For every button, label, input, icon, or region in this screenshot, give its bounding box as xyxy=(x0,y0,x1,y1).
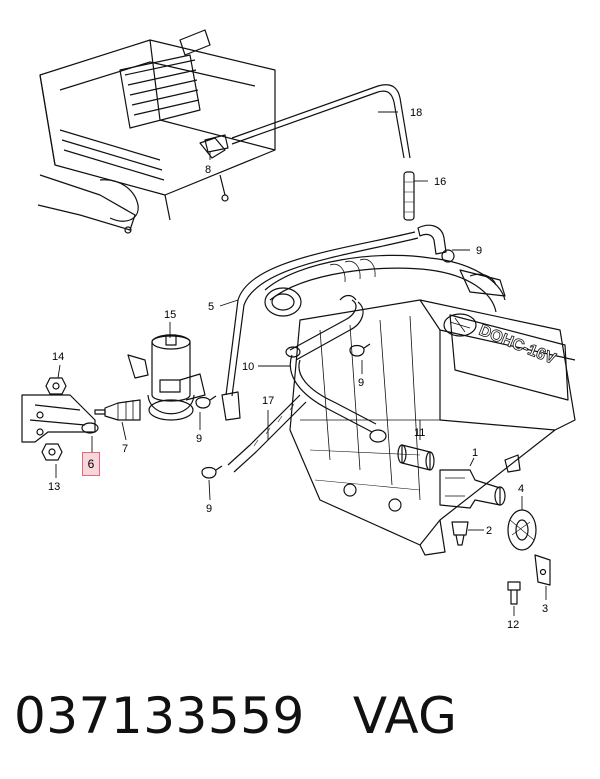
callout-9-bottom: 9 xyxy=(206,503,212,515)
callout-1: 1 xyxy=(472,447,478,459)
callout-6: 6 xyxy=(87,457,95,471)
callout-13: 13 xyxy=(48,481,60,493)
callout-3: 3 xyxy=(542,603,548,615)
part-15-assembly xyxy=(127,334,206,421)
part-number: 037133559 xyxy=(14,687,305,745)
leader-lines xyxy=(55,111,547,616)
engine-badge-text: DOHC-16V xyxy=(477,322,559,368)
callout-17: 17 xyxy=(262,395,274,407)
footer: 037133559 VAG xyxy=(14,676,457,756)
elbow-fitting xyxy=(417,224,506,297)
intake-manifold xyxy=(264,254,576,556)
callout-10: 10 xyxy=(242,361,254,373)
part-1 xyxy=(439,469,506,509)
callout-4: 4 xyxy=(518,483,524,495)
callout-9-left: 9 xyxy=(196,433,202,445)
clip-9-mid xyxy=(349,343,371,357)
callout-15: 15 xyxy=(164,309,176,321)
mounting-bracket xyxy=(21,394,99,443)
air-filter-housing xyxy=(37,29,276,234)
clip-9-bottom xyxy=(201,465,223,479)
part-13-nut xyxy=(41,443,63,461)
part-3-bracket xyxy=(534,554,551,586)
part-2 xyxy=(451,521,469,546)
callout-8: 8 xyxy=(205,164,211,176)
clip-9-left xyxy=(195,395,217,409)
callout-16: 16 xyxy=(434,176,446,188)
callout-9-mid: 9 xyxy=(358,377,364,389)
highlighted-callout-box xyxy=(82,452,100,476)
hose-18 xyxy=(231,84,411,159)
part-14-nut xyxy=(45,377,67,395)
callout-9-top: 9 xyxy=(476,245,482,257)
part-12-bolt xyxy=(507,581,521,605)
part-7-valve xyxy=(94,399,141,421)
part-11 xyxy=(397,444,435,471)
brand-label: VAG xyxy=(352,687,458,745)
callout-14: 14 xyxy=(52,351,64,363)
parts-exploded-diagram: DOHC-16V 18 16 9 8 5 15 10 14 9 17 7 9 1… xyxy=(21,29,576,631)
callout-2: 2 xyxy=(486,525,492,537)
callout-11: 11 xyxy=(414,427,425,439)
callout-5: 5 xyxy=(208,301,214,313)
hose-16 xyxy=(403,171,415,221)
hose-10 xyxy=(285,294,387,443)
part-4 xyxy=(507,509,537,551)
part-8 xyxy=(199,137,226,159)
hose-5 xyxy=(221,231,419,421)
callout-7: 7 xyxy=(122,443,128,455)
callout-12: 12 xyxy=(507,619,519,631)
callout-18: 18 xyxy=(410,107,422,119)
